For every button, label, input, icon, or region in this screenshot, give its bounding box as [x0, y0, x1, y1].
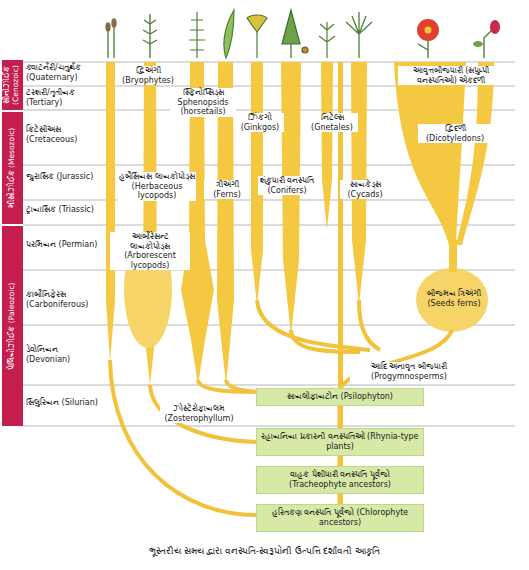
period-label: જુરાસિક (Jurassic): [26, 172, 104, 182]
lineage-label: આવૃત્તબીજધારી (સપુષ્પી વનસ્પતિઓ) એકદળી: [398, 66, 504, 85]
lineage-label: દ્વિઅંગી (Bryophytes): [117, 66, 179, 85]
period-label: ક્રિટેસીઅસ (Cretaceous): [26, 125, 104, 144]
lineage-connector: [338, 406, 343, 428]
era-bar: [2, 226, 23, 426]
plant-icon: [189, 12, 205, 58]
plant-icon: [417, 19, 439, 58]
angiosperm-stem: [449, 240, 457, 272]
era-label: પેલિયોઝોઈક (Paleozoic): [8, 231, 17, 421]
branch-stems: [110, 300, 452, 515]
plant-icon: [319, 22, 335, 58]
lineage-label: આર્બોરેસન્ટ લાયકોપોડ્સ (Arborescent lyco…: [110, 232, 190, 270]
lineage-connector: [338, 456, 343, 466]
figure-caption: ભૂસ્તરીય સમય દ્વારા વનસ્પતિ-સ્વરૂપોની ઉત…: [0, 546, 529, 557]
ancestor-box: હરિતકણ વનસ્પતિ પૂર્વજો (Chlorophyte ance…: [256, 504, 424, 532]
monocot-branch: [456, 62, 494, 245]
cycad-stem: [359, 300, 380, 350]
conifer-stem: [291, 330, 360, 352]
period-line: [23, 426, 515, 427]
gnetales-branch: [321, 62, 333, 230]
period-label: ટરશરી/તૃતીયક (Tertiary): [26, 88, 104, 107]
ginkgo-stem: [257, 300, 370, 350]
conifer-branch: [281, 62, 301, 335]
seed-fern-blob: [416, 268, 488, 332]
ancestor-box: રહાયનિયા પ્રકારની વનસ્પતિઓ (Rhynia-type …: [256, 428, 424, 456]
lineage-label: દ્વિદળી (Dicotyledons): [418, 124, 492, 143]
lineage-label: નિટેલ્સ (Gnetales): [306, 113, 358, 132]
lineage-label: શંકુધારી વનસ્પતિ (Conifers): [258, 176, 316, 195]
box-text: હરિતકણ વનસ્પતિ પૂર્વજો (Chlorophyte ance…: [261, 508, 419, 528]
plant-icon: [143, 14, 157, 58]
ancestor-box: સાયલોફાયટોન (Psilophyton): [256, 388, 424, 406]
lineage-label: ઝિંકગો (Ginkgos): [236, 113, 284, 132]
era-bar: [2, 60, 23, 110]
lineage-label: બીજમય ત્રિઅંગી (Seeds ferns): [424, 289, 484, 308]
period-line: [23, 385, 515, 386]
bryophyte-branch: [106, 62, 115, 362]
period-label: સિલુરિયન (Silurian): [26, 398, 104, 408]
period-label: કાર્બોનિફેરસ (Carboniferous): [26, 290, 104, 309]
period-label: ડેવોનિયન (Devonian): [26, 345, 104, 364]
era-bar: [2, 112, 23, 224]
lineage-label: હર્બેસિયસ લાયકોપોડ્સ (Herbaceous lycopod…: [118, 172, 196, 201]
period-label: પરમિયન (Permian): [26, 240, 104, 250]
plant-icon: [224, 10, 234, 58]
lineage-connector: [338, 494, 343, 504]
box-text: રહાયનિયા પ્રકારની વનસ્પતિઓ (Rhynia-type …: [261, 432, 419, 452]
lineage-label: સાયકેડ્સ (Cycads): [340, 180, 390, 199]
lineage-label: ત્રીઅંગી (Ferns): [204, 180, 250, 199]
lineage-label: ઝોસ્ટેરોફાયલમ (Zosterophyllum): [160, 404, 238, 423]
era-bars: [2, 60, 23, 426]
box-text: વાહક પેશીધારી વનસ્પતિ પૂર્વજો (Tracheoph…: [261, 470, 419, 490]
plant-illustrations: [106, 10, 500, 58]
plant-icon: [473, 20, 500, 58]
lineage-label: આદિ અનાવૃત બીજધારી (Progymnosperms): [350, 362, 468, 381]
period-label: ક્વાટર્નરી/ચતુર્થક (Quaternary): [26, 63, 104, 82]
plant-icon: [247, 15, 267, 58]
ancestor-box: વાહક પેશીધારી વનસ્પતિ પૂર્વજો (Tracheoph…: [256, 466, 424, 494]
plant-icon: [282, 10, 308, 58]
lineage-label: સ્ફિનોપ્સિડ્સ Sphenopsids (horsetails): [170, 88, 236, 117]
lineage-branches: [106, 62, 494, 522]
era-label: સીનોઝોઈક (Cenozoic): [3, 61, 20, 109]
bryophyte-stem: [110, 360, 256, 515]
plant-icon: [106, 19, 116, 58]
period-lines: [23, 62, 515, 426]
period-line: [23, 225, 515, 226]
era-label: મીસોઝોઈક (Mesozoic): [8, 114, 17, 222]
plant-icon: [346, 12, 372, 58]
box-text: સાયલોફાયટોન (Psilophyton): [261, 392, 419, 402]
period-label: ટ્રાયાસિક (Triassic): [26, 205, 104, 215]
dicot-branch: [394, 62, 466, 245]
